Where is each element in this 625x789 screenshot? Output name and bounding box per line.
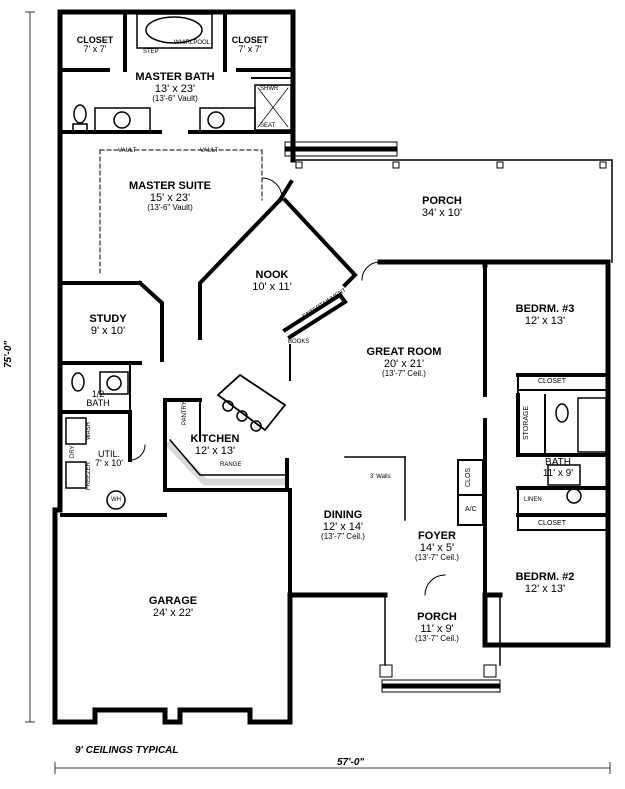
- front-porch-outline: [381, 594, 501, 693]
- label-dry: DRY: [70, 445, 76, 458]
- room-dims: 11' x 9': [420, 622, 454, 635]
- room-dims: 34' x 10': [421, 206, 463, 219]
- label-ac: A/C: [465, 506, 477, 513]
- room-dims: 11' x 9': [542, 467, 574, 479]
- room-dims: 7' x 7': [238, 44, 262, 55]
- room-name: UTIL.: [97, 449, 120, 459]
- room-name: KITCHEN: [190, 433, 240, 445]
- label-3-walls: 3' Walls: [370, 474, 391, 480]
- doors: [129, 177, 446, 596]
- room-dims: 12' x 13': [524, 314, 566, 327]
- room-dining: DINING 12' x 14' (13'-7" Ceil.): [321, 509, 365, 542]
- ceiling-note: 9' CEILINGS TYPICAL: [75, 745, 179, 756]
- room-name: BATH: [545, 457, 571, 468]
- room-dims: 12' x 13': [194, 444, 236, 457]
- room-dims: 13' x 23': [154, 82, 196, 95]
- label-wh: WH: [111, 497, 121, 503]
- room-name: STUDY: [89, 313, 127, 325]
- label-seat: SEAT: [260, 123, 276, 129]
- label-linen: LINEN: [524, 497, 542, 503]
- label-range: RANGE: [220, 462, 242, 468]
- room-ceiling: (13'-7" Ceil.): [382, 369, 426, 379]
- room-half-bath: 1/2 BATH: [86, 389, 110, 409]
- room-dims: 12' x 14': [322, 520, 364, 533]
- label-whirlpool: WHIRLPOOL: [174, 40, 211, 46]
- rear-porch-outline: [284, 141, 613, 263]
- label-step: STEP: [143, 49, 159, 55]
- room-dims: 14' x 5': [419, 541, 455, 554]
- room-foyer: FOYER 14' x 5' (13'-7" Ceil.): [415, 530, 459, 563]
- room-dims: 7' x 7': [83, 44, 107, 55]
- label-vault-right: VAULT: [200, 148, 219, 154]
- room-garage: GARAGE 24' x 22': [148, 595, 198, 619]
- room-closet-left: CLOSET 7' x 7': [76, 35, 114, 55]
- label-vault-left: VAULT: [118, 148, 137, 154]
- room-name: 1/2: [91, 389, 105, 399]
- room-dims: 15' x 23': [149, 191, 191, 204]
- room-ceiling: (13'-7" Ceil.): [415, 634, 459, 644]
- room-name: BEDRM. #3: [515, 303, 575, 315]
- room-name: MASTER BATH: [135, 71, 215, 83]
- room-name: GREAT ROOM: [366, 346, 442, 358]
- room-dims: 9' x 10': [90, 324, 126, 337]
- label-books: BOOKS: [288, 339, 310, 345]
- dimension-depth: 75'-0": [3, 340, 14, 368]
- room-ceiling: (13'-7" Ceil.): [321, 532, 365, 542]
- room-dims: 20' x 21': [383, 357, 425, 370]
- room-ceiling: (13'-6" Vault): [147, 203, 193, 213]
- label-storage: STORAGE: [523, 405, 530, 440]
- room-name: CLOSET: [76, 35, 114, 45]
- dimension-lines: [25, 11, 611, 774]
- room-name: MASTER SUITE: [129, 180, 211, 192]
- room-name: BEDRM. #2: [515, 571, 575, 583]
- vault-lines: [99, 149, 263, 276]
- room-dims: 10' x 11': [252, 280, 292, 293]
- room-name: DINING: [323, 509, 363, 521]
- room-name: CLOSET: [231, 35, 269, 45]
- room-bedroom-2: BEDRM. #2 12' x 13': [515, 571, 575, 595]
- room-ceiling: (13'-7" Ceil.): [415, 553, 459, 563]
- room-name: GARAGE: [148, 595, 198, 607]
- room-util: UTIL. 7' x 10': [95, 449, 123, 469]
- label-shower: SHWR: [260, 86, 279, 92]
- fixtures: [65, 13, 607, 510]
- room-name-2: BATH: [86, 398, 110, 409]
- room-bedroom-3: BEDRM. #3 12' x 13': [515, 303, 575, 327]
- room-bath: BATH 11' x 9': [542, 457, 574, 479]
- room-dims: 24' x 22': [152, 606, 194, 619]
- room-dims: 7' x 10': [95, 458, 123, 469]
- room-porch-rear: PORCH 34' x 10': [421, 195, 463, 219]
- label-wash: WASH: [86, 422, 92, 440]
- room-great-room: GREAT ROOM 20' x 21' (13'-7" Ceil.): [366, 346, 442, 379]
- room-porch-front: PORCH 11' x 9' (13'-7" Ceil.): [415, 611, 459, 644]
- room-name: NOOK: [255, 269, 289, 281]
- room-name: PORCH: [417, 611, 457, 623]
- label-clos: CLOS: [465, 467, 472, 487]
- room-ceiling: (13'-6" Vault): [152, 94, 198, 104]
- room-master-bath: MASTER BATH 13' x 23' (13'-6" Vault): [135, 71, 215, 104]
- dimension-width: 57'-0": [337, 757, 365, 768]
- room-kitchen: KITCHEN 12' x 13': [190, 433, 240, 457]
- room-dims: 12' x 13': [524, 582, 566, 595]
- room-name: FOYER: [418, 530, 456, 542]
- half-walls: [344, 456, 406, 521]
- label-pantry: PANTRY: [182, 401, 188, 425]
- label-freezer: FREEZER: [86, 461, 92, 490]
- label-closet-bed2: CLOSET: [538, 520, 567, 527]
- room-master-suite: MASTER SUITE 15' x 23' (13'-6" Vault): [129, 180, 211, 213]
- room-name: PORCH: [422, 195, 462, 207]
- exterior-walls: [52, 9, 611, 725]
- room-study: STUDY 9' x 10': [89, 313, 127, 337]
- room-closet-right: CLOSET 7' x 7': [231, 35, 269, 55]
- porch-posts: [295, 161, 607, 678]
- room-nook: NOOK 10' x 11': [252, 269, 292, 293]
- label-closet-bed3: CLOSET: [538, 378, 567, 385]
